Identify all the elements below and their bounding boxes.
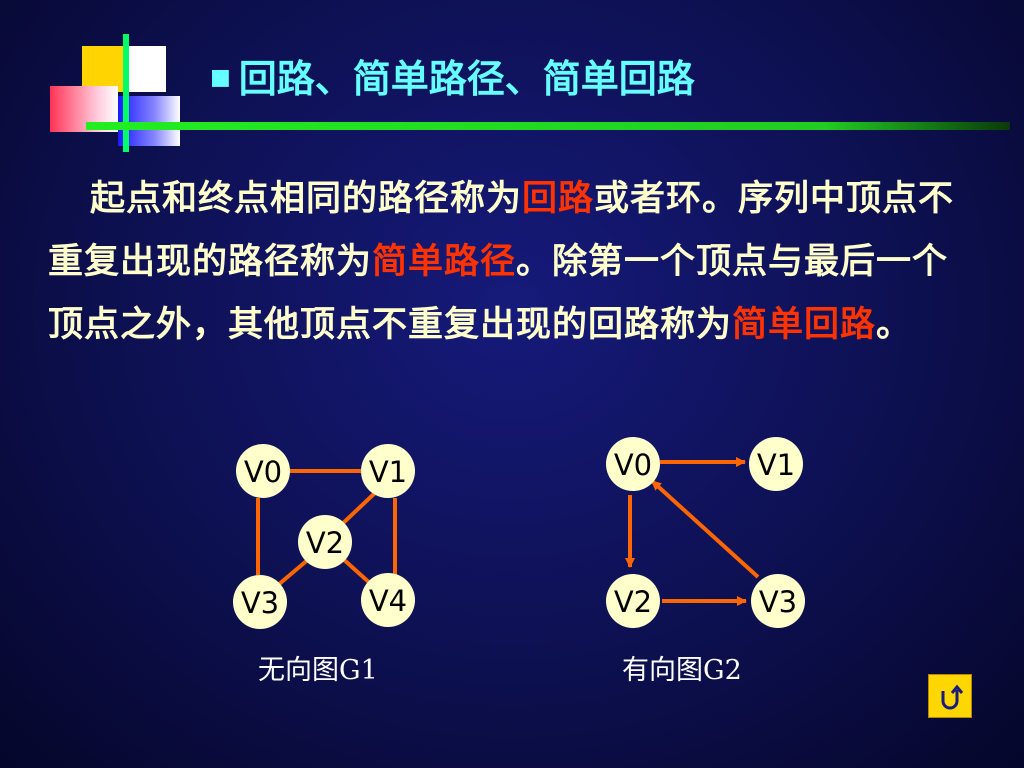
g1-node-v3: V3 [233,575,287,629]
g2-node-v0-label: V0 [614,448,652,482]
g1-edge-v1-v2 [338,490,378,528]
title-bullet: ■ [210,65,231,90]
term-simple-circuit: 简单回路 [732,305,877,345]
g2-node-v3-label: V3 [759,585,797,619]
para-seg-4: 。除第一个顶点与最后一个顶点之外，其他顶点不重复出现的回路称为 [48,242,949,345]
g1-edge-v2-v4 [340,556,374,587]
g2-edge-v3-v0 [650,479,760,579]
g1-node-v4-label: V4 [369,584,407,618]
para-seg-2: 或者环。序列中顶点不重复出现的路径称为 [48,179,955,282]
decor-yellow-square [82,46,128,92]
g1-node-v1: V1 [361,444,415,498]
decor-horizontal-line [86,122,1010,130]
definition-paragraph: 起点和终点相同的路径称为回路或者环。序列中顶点不重复出现的路径称为简单路径。除第… [48,168,978,357]
decor-vertical-line [123,34,129,152]
g1-node-v1-label: V1 [369,455,407,489]
slide-title: ■ 回路、简单路径、简单回路 [210,48,695,103]
g2-node-v1-label: V1 [757,448,795,482]
return-arrow-icon [941,684,964,710]
decor-white-square [128,46,166,92]
g2-node-v2-label: V2 [614,585,652,619]
graph-g2: V0 V1 V2 V3 [606,437,805,628]
g1-caption: 无向图G1 [258,655,378,686]
g2-node-v0: V0 [606,437,660,491]
para-seg-0: 起点和终点相同的路径称为 [90,179,523,219]
term-circuit: 回路 [522,179,595,219]
g1-node-v3-label: V3 [241,586,279,620]
term-simple-path: 简单路径 [372,242,517,282]
g2-node-v2: V2 [606,574,660,628]
title-text: 回路、简单路径、简单回路 [238,57,695,101]
g1-node-v0-label: V0 [244,455,282,489]
g1-node-v2-label: V2 [306,526,344,560]
return-button[interactable] [928,674,972,718]
g2-node-v3: V3 [751,574,805,628]
g2-caption: 有向图G2 [622,655,742,686]
para-seg-6: 。 [876,305,913,345]
g1-node-v2: V2 [298,515,352,569]
g1-edge-v2-v3 [276,556,312,587]
graph-g1: V0 V1 V2 V3 V4 [233,444,415,629]
g1-node-v4: V4 [361,573,415,627]
g2-node-v1: V1 [749,437,803,491]
g1-node-v0: V0 [236,444,290,498]
